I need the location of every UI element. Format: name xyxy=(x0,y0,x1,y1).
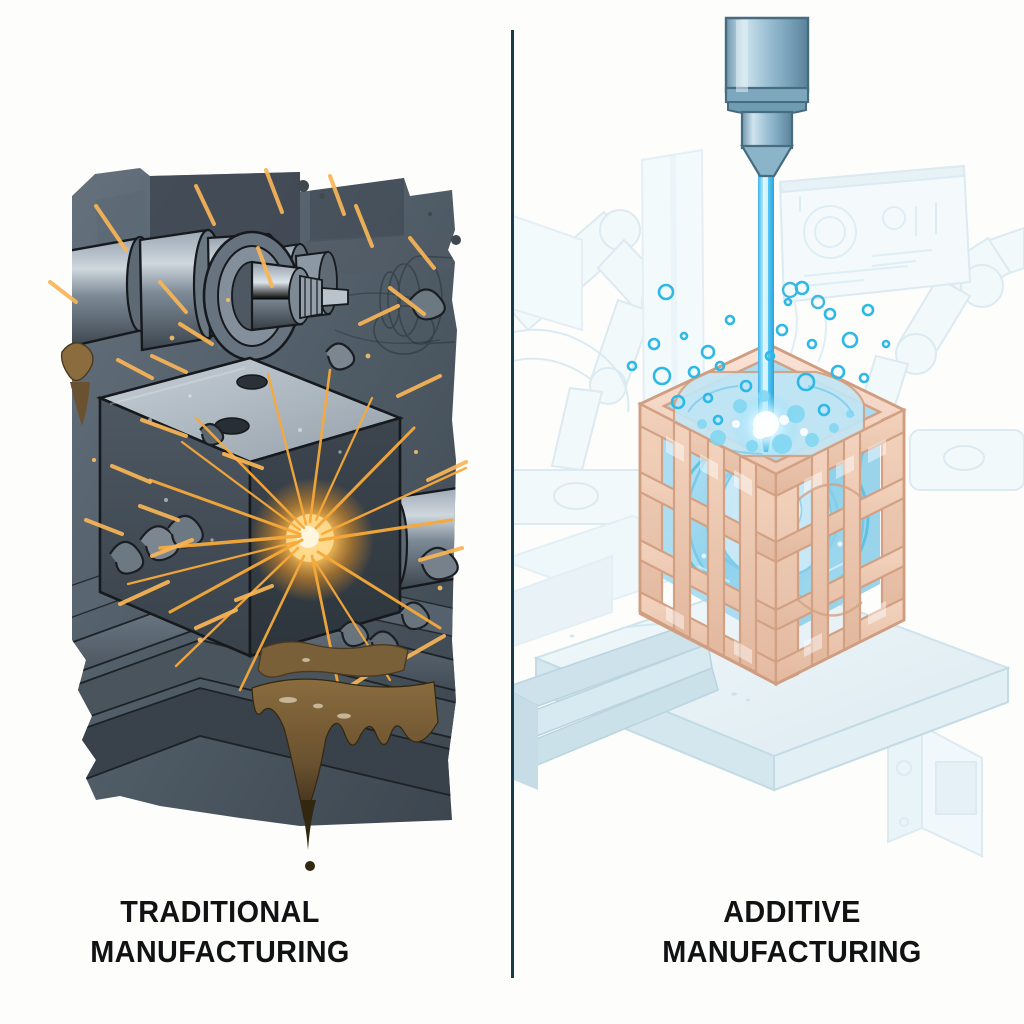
ghost-hud-display xyxy=(778,164,972,363)
traditional-artwork xyxy=(48,168,468,871)
cutting-tool xyxy=(321,287,349,307)
particle-bubbles xyxy=(626,280,891,426)
lattice-left-face xyxy=(638,401,778,687)
particle-bubbles-filled xyxy=(697,390,854,454)
panel-traditional: TRADITIONAL MANUFACTURING xyxy=(0,168,468,971)
lattice-cube xyxy=(637,342,907,687)
sparks-burst xyxy=(48,168,468,706)
caption-traditional-line2: MANUFACTURING xyxy=(90,933,350,969)
print-nozzle xyxy=(724,16,810,178)
ghost-robot-arm-right xyxy=(850,226,1024,491)
ghost-robot-arm-left xyxy=(512,209,687,525)
lattice-right-face xyxy=(774,407,906,687)
caption-additive: ADDITIVE MANUFACTURING xyxy=(554,892,1024,971)
rotating-spindle xyxy=(202,230,349,362)
caption-additive-line2: MANUFACTURING xyxy=(662,933,922,969)
ghost-side-device xyxy=(886,724,983,858)
vertical-divider xyxy=(511,30,514,978)
caption-traditional-line1: TRADITIONAL xyxy=(120,894,320,929)
coolant-drip xyxy=(60,342,439,871)
particle-bubbles-white xyxy=(732,415,808,439)
panel-additive: ADDITIVE MANUFACTURING xyxy=(512,0,1024,1024)
caption-additive-line1: ADDITIVE xyxy=(723,894,861,929)
debris-specks xyxy=(297,180,461,245)
additive-artwork xyxy=(512,16,1024,858)
caption-traditional: TRADITIONAL MANUFACTURING xyxy=(0,892,458,971)
